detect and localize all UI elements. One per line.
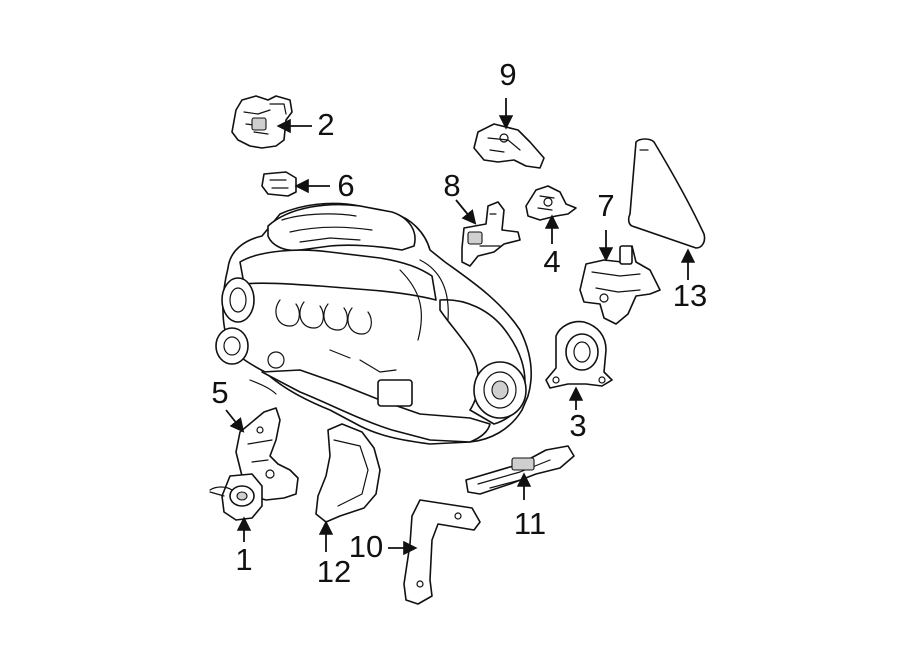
callout-5: 5 [211,375,228,410]
callout-6: 6 [337,168,354,203]
part-4-mount [525,185,577,221]
part-9-bracket [473,123,545,169]
callout-8: 8 [443,168,460,203]
part-7-mount [579,245,661,325]
callout-2: 2 [317,107,334,142]
callout-arrows [225,98,696,556]
callout-10: 10 [349,529,383,564]
callout-1: 1 [235,542,252,577]
part-1-mount [209,473,263,521]
arrow-8 [455,199,477,225]
engine-assembly [215,202,533,445]
part-13-shield [627,138,706,249]
callout-9: 9 [499,57,516,92]
part-10-brace [403,499,481,605]
callout-12: 12 [317,554,351,589]
callout-11: 11 [514,506,546,541]
part-2-mount [231,95,293,149]
part-3-mount [545,320,613,389]
callout-numbers: 2 6 9 8 4 7 13 3 5 1 12 10 11 [211,57,707,589]
callout-7: 7 [597,188,614,223]
part-6-mount [261,171,297,197]
callout-13: 13 [673,278,707,313]
callout-3: 3 [569,408,586,443]
part-11-crossmember [465,445,575,495]
part-8-bracket [461,201,521,267]
callout-4: 4 [543,244,560,279]
arrow-5 [225,409,245,433]
part-12-shield [315,423,381,523]
